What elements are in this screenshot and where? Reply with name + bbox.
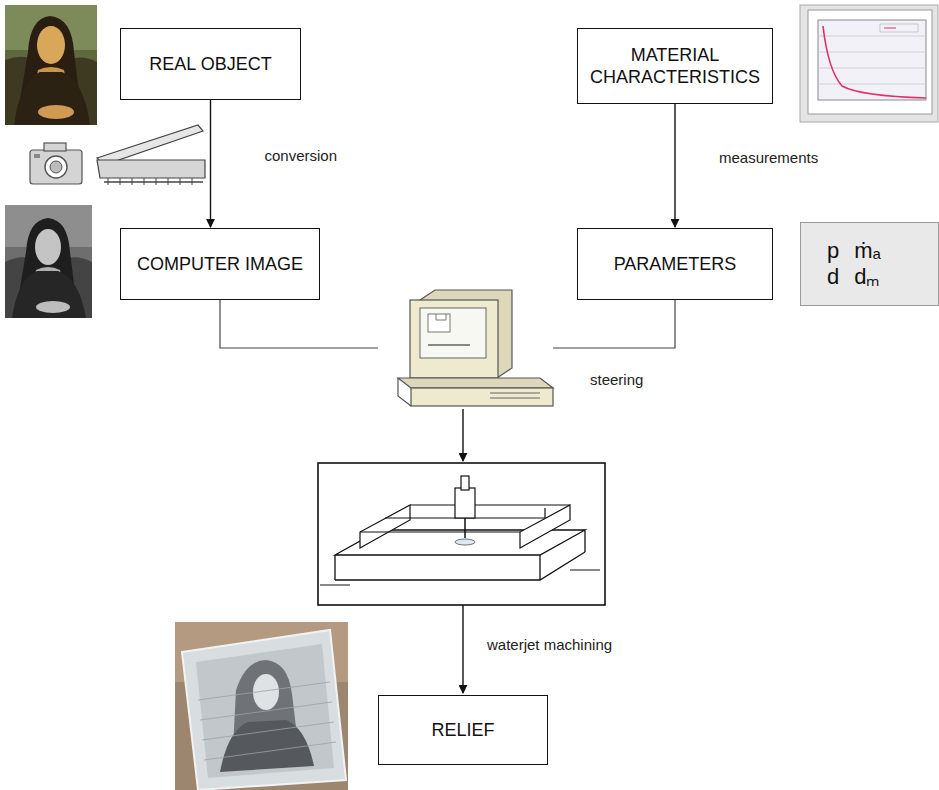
relief-photo-part bbox=[220, 720, 314, 772]
computer-icon bbox=[398, 290, 553, 406]
waterjet-machine-part bbox=[464, 518, 466, 538]
scanner-icon-part bbox=[104, 181, 203, 183]
relief-photo-part bbox=[198, 682, 336, 760]
camera-icon-part bbox=[30, 150, 82, 184]
painting-grayscale-part bbox=[12, 271, 86, 318]
waterjet-machine-part bbox=[318, 463, 605, 605]
computer-icon-part bbox=[410, 300, 498, 378]
relief-photo bbox=[175, 622, 348, 790]
chart-thumbnail-part bbox=[818, 36, 926, 84]
relief-photo-part bbox=[175, 622, 348, 790]
chart-thumbnail-part bbox=[884, 28, 896, 29]
box-text: PARAMETERS bbox=[614, 253, 737, 276]
scanner-icon-part bbox=[97, 160, 205, 178]
flow-label: steering bbox=[588, 371, 645, 389]
waterjet-machine-part bbox=[455, 488, 475, 518]
box-text: RELIEF bbox=[431, 719, 494, 742]
chart-thumbnail-part bbox=[880, 24, 918, 32]
scanner-icon bbox=[97, 125, 205, 185]
chart-thumbnail bbox=[800, 5, 938, 122]
painting-grayscale-part bbox=[5, 205, 92, 318]
computer-icon-part bbox=[411, 388, 553, 406]
camera-icon-part bbox=[44, 143, 66, 151]
chart-thumbnail-part bbox=[818, 20, 926, 100]
flow-label: waterjet machining bbox=[485, 636, 614, 654]
parameter-box: p ṁₐ d dₘ bbox=[800, 222, 939, 306]
waterjet-machine-part bbox=[455, 539, 475, 545]
chart-thumbnail-part bbox=[823, 26, 926, 98]
camera-icon-part bbox=[34, 154, 40, 158]
box-text: MATERIAL CHARACTERISTICS bbox=[586, 44, 764, 89]
edge-label: conversion bbox=[263, 147, 340, 165]
box-text: COMPUTER IMAGE bbox=[137, 253, 303, 276]
chart-thumbnail-part bbox=[800, 5, 938, 122]
chart-thumbnail-part bbox=[808, 10, 932, 114]
computer-icon-part bbox=[398, 378, 411, 406]
computer-icon-part bbox=[428, 314, 450, 332]
waterjet-machine-part bbox=[360, 505, 410, 548]
waterjet-machine-part bbox=[320, 570, 600, 585]
waterjet-machine-part bbox=[461, 476, 469, 490]
process-box: REAL OBJECT bbox=[120, 28, 301, 100]
camera-icon-part bbox=[50, 161, 62, 173]
box-text: REAL OBJECT bbox=[149, 53, 271, 76]
connector-line bbox=[220, 300, 675, 348]
computer-icon-part bbox=[420, 308, 486, 358]
camera-icon-part bbox=[45, 156, 67, 178]
computer-icon-part bbox=[428, 344, 470, 346]
relief-photo-part bbox=[182, 630, 346, 790]
waterjet-machine bbox=[318, 463, 605, 605]
painting-color-part bbox=[5, 5, 97, 125]
connector-line-part bbox=[220, 300, 378, 348]
painting-color bbox=[5, 5, 97, 125]
flow-arrow bbox=[462, 409, 463, 693]
box-text: p ṁₐ d dₘ bbox=[827, 238, 897, 291]
painting-grayscale-part bbox=[36, 301, 70, 313]
process-box: MATERIAL CHARACTERISTICS bbox=[577, 28, 773, 104]
painting-color-part bbox=[37, 26, 65, 64]
painting-color-part bbox=[14, 72, 90, 125]
scanner-icon-part bbox=[108, 178, 192, 185]
process-box: PARAMETERS bbox=[577, 228, 773, 300]
edge-label: measurements bbox=[717, 149, 820, 167]
computer-icon-part bbox=[490, 393, 540, 398]
scanner-icon-part bbox=[97, 125, 203, 165]
painting-color-part bbox=[38, 105, 74, 119]
connector-line-part bbox=[553, 300, 675, 348]
camera-icon bbox=[30, 143, 82, 184]
process-box: COMPUTER IMAGE bbox=[120, 228, 320, 300]
painting-grayscale bbox=[5, 205, 92, 318]
waterjet-machine-part bbox=[335, 552, 585, 580]
flow-arrow bbox=[674, 104, 675, 227]
painting-grayscale-part bbox=[35, 229, 61, 265]
flow-arrow-part bbox=[462, 409, 463, 461]
computer-icon-part bbox=[436, 314, 446, 320]
computer-icon-part bbox=[398, 378, 553, 388]
result-box: RELIEF bbox=[378, 695, 548, 765]
flow-arrow-part bbox=[462, 605, 463, 693]
flow-arrow bbox=[210, 100, 211, 227]
